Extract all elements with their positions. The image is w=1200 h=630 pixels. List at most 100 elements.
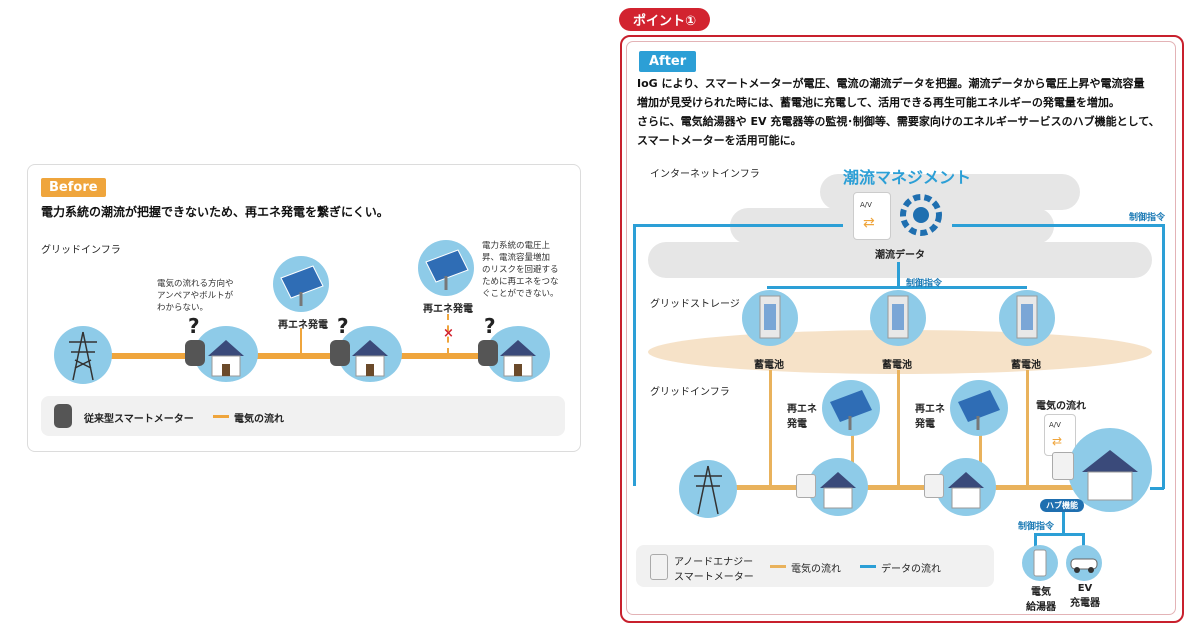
legend-data-label: データの流れ [881, 564, 941, 575]
electric-line [851, 430, 854, 486]
data-line [1082, 533, 1085, 547]
house-icon [948, 472, 984, 509]
av-data-icon: A/V ⇄ [1044, 414, 1076, 456]
ev-charger-label: EV 充電器 [1070, 583, 1100, 609]
house-node-hub [1068, 428, 1152, 512]
legend-flow-swatch [213, 415, 229, 418]
legend-flow-label: 電気の流れ [791, 564, 841, 575]
solar-node-after-1 [822, 380, 880, 436]
management-title: 潮流マネジメント [843, 168, 972, 187]
battery-icon [887, 295, 909, 339]
legend-data-swatch [860, 565, 876, 568]
legend-flow-swatch [770, 565, 786, 568]
question-mark-1: ? [188, 314, 200, 338]
ev-charger-node [1066, 545, 1102, 581]
power-tower-node [54, 326, 112, 384]
storage-label: グリッドストレージ [650, 299, 740, 310]
water-heater-icon [1033, 549, 1047, 577]
internet-cloud [648, 242, 1152, 278]
flow-data-label: 潮流データ [875, 250, 925, 261]
gear-icon [898, 192, 944, 238]
point-badge: ポイント① [619, 8, 711, 31]
electric-line [979, 430, 982, 486]
battery-label-2: 蓄電池 [882, 360, 912, 371]
solar-node-1 [273, 256, 329, 312]
blocked-connector [447, 314, 449, 354]
battery-node-1 [742, 290, 798, 346]
battery-icon [1016, 295, 1038, 339]
after-grid-label: グリッドインフラ [650, 387, 730, 398]
electric-line [700, 485, 1120, 490]
house-icon [352, 340, 388, 377]
water-heater-label: 電気 給湯器 [1026, 587, 1056, 613]
after-paragraph: IoG により、スマートメーターが電圧、電流の潮流データを把握。潮流データから電… [637, 77, 1160, 147]
data-line [1162, 224, 1165, 489]
house-icon [820, 472, 856, 509]
electric-line [1026, 370, 1029, 486]
smart-meter-icon [796, 474, 816, 498]
house-icon [1082, 450, 1138, 501]
smart-meter-icon [650, 554, 668, 580]
water-heater-node [1022, 545, 1058, 581]
power-line [80, 353, 520, 359]
house-node-after-1 [808, 458, 868, 516]
power-tower-icon [694, 465, 722, 515]
control-label-3: 制御指令 [1018, 522, 1055, 532]
smart-meter-icon [1052, 452, 1074, 480]
solar-node-2 [418, 240, 474, 296]
battery-icon [759, 295, 781, 339]
electric-flow-label: 電気の流れ [1036, 401, 1086, 412]
legacy-meter-icon [330, 340, 350, 366]
data-line [897, 262, 900, 288]
annotation-left: 電気の流れる方向や アンペアやボルトが わからない。 [157, 279, 234, 313]
legacy-meter-icon [185, 340, 205, 366]
before-heading: 電力系統の潮流が把握できないため、再エネ発電を繋ぎにくい。 [41, 205, 389, 219]
legend-meter-label: アノードエナジー スマートメーター [674, 557, 754, 583]
solar-panel-icon [830, 390, 872, 430]
electric-line [897, 370, 900, 486]
solar-panel-icon [280, 265, 324, 306]
data-line [1034, 533, 1037, 547]
legend-flow-label: 電気の流れ [234, 414, 284, 425]
question-mark-2: ? [337, 314, 349, 338]
legacy-meter-icon [54, 404, 72, 428]
renewable-after-label-2: 再エネ 発電 [915, 404, 945, 430]
power-tower-icon [69, 331, 97, 381]
solar-panel-icon [958, 390, 1000, 430]
question-mark-3: ? [484, 314, 496, 338]
solar-panel-icon [425, 249, 469, 290]
legend-meter-label: 従来型スマートメーター [84, 414, 194, 425]
before-badge: Before [41, 178, 106, 197]
house-icon [208, 340, 244, 377]
before-legend [41, 396, 565, 436]
data-line [1034, 533, 1084, 536]
after-badge: After [639, 51, 697, 72]
house-node-after-2 [936, 458, 996, 516]
battery-node-3 [999, 290, 1055, 346]
renewable-label-1: 再エネ発電 [278, 320, 328, 331]
solar-connector [300, 328, 302, 356]
house-icon [500, 340, 536, 377]
power-tower-node [679, 460, 737, 518]
blocked-cross-icon: × [443, 326, 454, 341]
before-grid-label: グリッドインフラ [41, 245, 121, 256]
renewable-label-2: 再エネ発電 [423, 304, 473, 315]
renewable-after-label-1: 再エネ 発電 [787, 404, 817, 430]
av-data-icon: A/V ⇄ [853, 192, 891, 240]
solar-node-after-2 [950, 380, 1008, 436]
hub-badge: ハブ機能 [1040, 499, 1084, 512]
house-node-1 [194, 326, 258, 382]
battery-node-2 [870, 290, 926, 346]
electric-line [769, 370, 772, 486]
data-line [767, 286, 1027, 289]
data-line [1150, 487, 1164, 490]
data-line [633, 224, 636, 486]
data-line [633, 224, 843, 227]
data-line [1062, 512, 1065, 536]
smart-meter-icon [924, 474, 944, 498]
after-legend [636, 545, 994, 587]
control-label-2: 制御指令 [906, 279, 943, 289]
after-inner-border [626, 41, 1176, 615]
control-label-1: 制御指令 [1129, 213, 1166, 223]
ev-car-icon [1070, 558, 1098, 573]
